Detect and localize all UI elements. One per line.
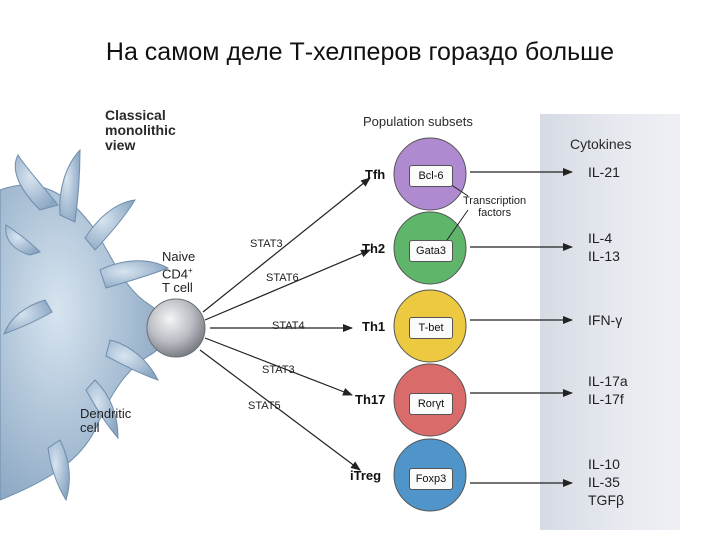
stat-label-th2: STAT6	[266, 272, 299, 284]
classical-view-heading: Classical monolithic view	[105, 108, 176, 153]
cytokines-itreg: IL-10 IL-35 TGFβ	[588, 455, 624, 509]
classical-view-line-3: view	[105, 137, 136, 153]
subset-name-th17: Th17	[355, 392, 386, 407]
cytokines-th2: IL-4 IL-13	[588, 229, 620, 265]
tf-box-tbet: T-bet	[409, 317, 453, 339]
cytokines-tfh: IL-21	[588, 163, 620, 181]
subset-name-tfh: Tfh	[365, 167, 386, 182]
tf-box-gata3: Gata3	[409, 240, 453, 262]
tf-note-line-1: Transcription	[463, 195, 527, 207]
naive-label-sup: +	[188, 266, 193, 275]
dendritic-cell-label: Dendritic cell	[80, 407, 131, 435]
stat-label-itreg: STAT5	[248, 400, 281, 412]
subset-name-itreg: iTreg	[350, 468, 382, 483]
dendritic-label-line-1: Dendritic	[80, 406, 132, 421]
classical-view-line-2: monolithic	[105, 122, 176, 138]
cytokines-th1: IFN-γ	[588, 311, 622, 329]
subset-name-th2: Th2	[362, 241, 386, 256]
naive-cell-label: Naive CD4+ T cell	[162, 250, 195, 295]
stat-label-tfh: STAT3	[250, 238, 283, 250]
naive-t-cell	[146, 298, 206, 358]
stat-label-th1: STAT4	[272, 320, 305, 332]
cytokine-il21: IL-21	[588, 164, 620, 180]
cytokines-heading: Cytokines	[570, 136, 632, 152]
transcription-factors-note: Transcription factors	[463, 195, 526, 219]
cytokine-il35: IL-35	[588, 474, 620, 490]
cytokine-arrows	[470, 168, 573, 487]
subset-name-th1: Th1	[362, 319, 386, 334]
tf-box-bcl6: Bcl-6	[409, 165, 453, 187]
naive-label-line-1: Naive	[162, 249, 196, 264]
slide-title: На самом деле Т-хелперов гораздо больше	[105, 38, 615, 66]
dendritic-label-line-2: cell	[80, 420, 100, 435]
tf-box-foxp3: Foxp3	[409, 468, 453, 490]
cytokine-ifng: IFN-γ	[588, 312, 623, 328]
cytokine-tgfb: TGFβ	[588, 492, 625, 508]
cytokine-il10: IL-10	[588, 456, 620, 472]
naive-label-line-3: T cell	[162, 280, 193, 296]
cytokine-il13: IL-13	[588, 248, 620, 264]
cytokine-il17f: IL-17f	[588, 391, 624, 407]
cytokines-th17: IL-17a IL-17f	[588, 372, 628, 408]
cytokine-il4: IL-4	[588, 230, 613, 246]
tf-note-line-2: factors	[478, 207, 512, 219]
population-subsets-heading: Population subsets	[363, 114, 473, 129]
dendritic-cell-illustration	[0, 148, 170, 502]
naive-label-cd4: CD4	[162, 266, 189, 282]
tf-box-rorgt: Rorγt	[409, 393, 453, 415]
stat-label-th17: STAT3	[262, 364, 295, 376]
cytokine-il17a: IL-17a	[588, 373, 628, 389]
differentiation-arrows	[199, 177, 371, 471]
classical-view-line-1: Classical	[105, 107, 166, 123]
